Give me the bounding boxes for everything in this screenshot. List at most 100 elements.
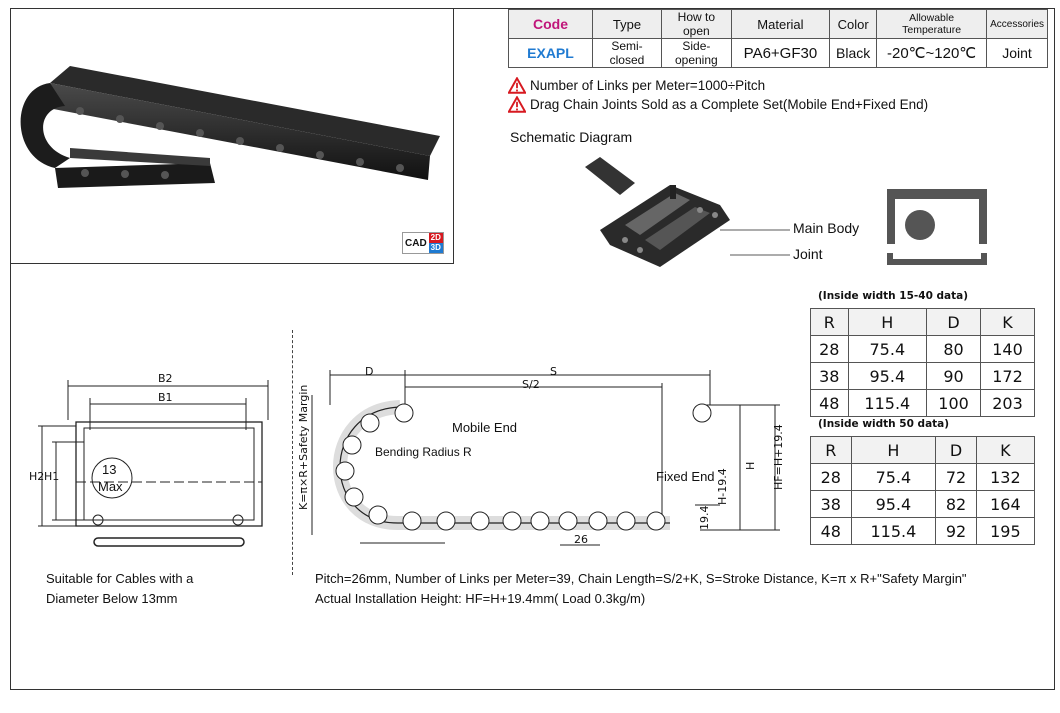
table-cell: 95.4 (850, 490, 937, 518)
note-2-text: Drag Chain Joints Sold as a Complete Set… (530, 97, 929, 112)
table-cell: 90 (926, 362, 982, 390)
spec-value-code: EXAPL (508, 38, 593, 68)
bending-radius-label: Bending Radius R (375, 445, 472, 459)
schematic-diagram (585, 157, 790, 267)
table-b-header-r: R (810, 436, 852, 464)
mobile-end-label: Mobile End (452, 420, 518, 435)
h2-label: H2 (29, 470, 45, 483)
cable-max-bottom: Max (98, 479, 123, 494)
spec-value-color: Black (829, 38, 878, 68)
s-label: S (550, 365, 557, 378)
table-a-header-d: D (926, 308, 982, 336)
h-minus-label: H-19.4 (716, 468, 729, 505)
divider (292, 330, 293, 575)
cable-caption-1: Suitable for Cables with a (46, 571, 194, 586)
spec-value-open: Side-opening (661, 38, 732, 68)
note-links-per-meter: Number of Links per Meter=1000÷Pitch (508, 77, 765, 94)
table-cell: 28 (810, 463, 852, 491)
s-half-label: S/2 (522, 378, 540, 391)
table-cell: 38 (810, 362, 849, 390)
table-cell: 38 (810, 490, 852, 518)
table-cell: 48 (810, 389, 849, 417)
spec-value-row: EXAPL Semi-closed Side-opening PA6+GF30 … (508, 38, 1048, 68)
fixed-end-label: Fixed End (656, 469, 715, 484)
cad-3d-label: 3D (428, 243, 443, 253)
warning-icon (508, 77, 526, 94)
table-b-header-k: K (975, 436, 1036, 464)
table-cell: 92 (935, 517, 977, 545)
drag-chain-photo (20, 66, 440, 188)
table-cell: 132 (975, 463, 1036, 491)
spec-header-open: How to open (661, 9, 732, 39)
table-cell: 80 (926, 335, 982, 363)
footer-line-1: Pitch=26mm, Number of Links per Meter=39… (315, 571, 967, 586)
cad-badge[interactable]: CAD 2D 3D (402, 232, 444, 254)
table-a-header-r: R (810, 308, 849, 336)
pitch-label: 26 (574, 533, 588, 546)
cad-label: CAD (405, 237, 427, 249)
cross-section-drawing (38, 380, 269, 547)
table-cell: 115.4 (847, 389, 928, 417)
table-b-header-h: H (850, 436, 937, 464)
link-end-view (887, 189, 987, 265)
table-cell: 82 (935, 490, 977, 518)
main-body-label: Main Body (793, 220, 860, 236)
spec-header-type: Type (591, 9, 663, 39)
table-a-header: R H D K (810, 308, 1035, 336)
spec-value-material: PA6+GF30 (730, 38, 831, 68)
table-cell: 203 (980, 389, 1035, 417)
hf-label: HF=H+19.4 (772, 424, 785, 490)
page-frame (10, 8, 1055, 690)
k-label: K=π×R+Safety Margin (297, 384, 310, 510)
table-cell: 100 (926, 389, 982, 417)
table-a-header-k: K (980, 308, 1035, 336)
table-b-caption: (Inside width 50 data) (818, 418, 950, 430)
cable-caption-2: Diameter Below 13mm (46, 591, 178, 606)
table-b-header: R H D K (810, 436, 1036, 464)
spec-value-accessories: Joint (986, 38, 1048, 68)
table-cell: 164 (975, 490, 1036, 518)
table-cell: 195 (975, 517, 1036, 545)
base-height-label: 19.4 (698, 505, 711, 531)
table-cell: 172 (980, 362, 1035, 390)
warning-icon (508, 96, 526, 113)
h1-label: H1 (44, 470, 60, 483)
table-cell: 140 (980, 335, 1035, 363)
cad-2d-label: 2D (428, 233, 443, 243)
spec-value-type: Semi-closed (591, 38, 663, 68)
note-1-text: Number of Links per Meter=1000÷Pitch (530, 78, 766, 93)
table-cell: 72 (935, 463, 977, 491)
d-label: D (365, 365, 374, 378)
table-a-header-h: H (847, 308, 928, 336)
product-photo-box: CAD 2D 3D (10, 8, 454, 264)
spec-value-temp: -20℃~120℃ (876, 38, 988, 68)
table-cell: 48 (810, 517, 852, 545)
spec-table: Code Type How to open Material Color All… (508, 9, 1048, 68)
side-view-drawing (311, 370, 780, 546)
spec-header-row: Code Type How to open Material Color All… (508, 9, 1048, 39)
table-cell: 115.4 (850, 517, 937, 545)
h-label: H (744, 461, 757, 470)
joint-label: Joint (793, 246, 823, 262)
spec-header-material: Material (730, 9, 831, 39)
table-a-caption: (Inside width 15-40 data) (818, 290, 969, 302)
table-cell: 28 (810, 335, 849, 363)
b2-label: B2 (158, 372, 173, 385)
footer-line-2: Actual Installation Height: HF=H+19.4mm(… (315, 591, 646, 606)
spec-header-code: Code (508, 9, 593, 39)
cable-max-top: 13 (102, 462, 117, 477)
table-b-header-d: D (935, 436, 977, 464)
table-cell: 75.4 (850, 463, 937, 491)
b1-label: B1 (158, 391, 173, 404)
table-cell: 95.4 (847, 362, 928, 390)
table-cell: 75.4 (847, 335, 928, 363)
note-joints-set: Drag Chain Joints Sold as a Complete Set… (508, 96, 928, 113)
